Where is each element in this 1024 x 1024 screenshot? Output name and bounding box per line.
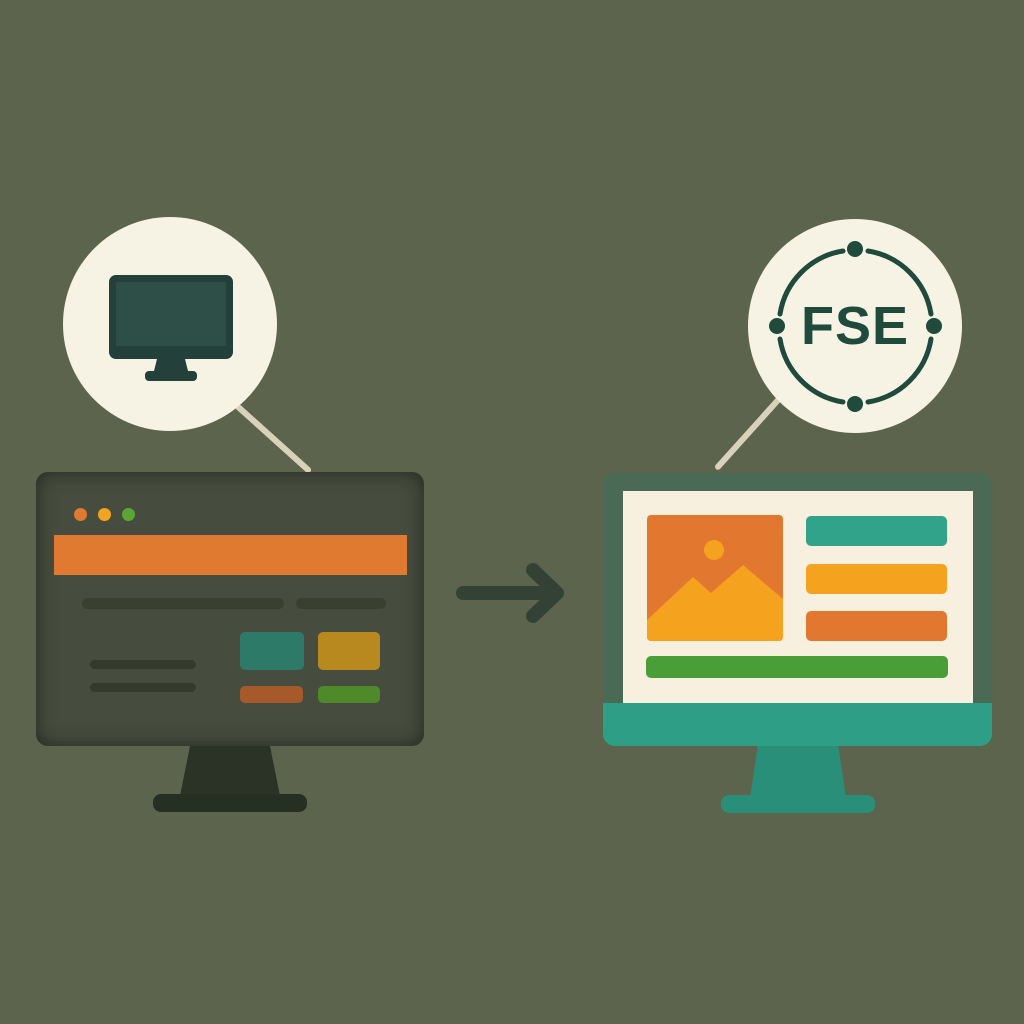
- monitor-stand-neck: [750, 746, 846, 798]
- window-dot-yellow: [98, 508, 111, 521]
- fse-bubble: FSE: [748, 219, 962, 433]
- fse-label: FSE: [800, 296, 910, 356]
- arrow-right-icon: [456, 563, 564, 623]
- text-line: [90, 683, 196, 692]
- window-dot-red: [74, 508, 87, 521]
- text-line: [90, 660, 196, 669]
- image-placeholder-icon: [647, 540, 783, 641]
- content-block: [318, 632, 380, 670]
- desktop-monitor-icon: [109, 275, 233, 381]
- orbit-ring-icon: [769, 241, 942, 412]
- content-block: [240, 632, 304, 670]
- content-block: [240, 686, 303, 703]
- classic-theme-monitor: [36, 472, 424, 746]
- nav-line: [296, 598, 386, 609]
- footer-bar: [646, 656, 948, 678]
- nav-line: [82, 598, 284, 609]
- heading-bar: [806, 516, 947, 546]
- monitor-chin: [603, 703, 992, 746]
- image-block: [647, 515, 783, 641]
- monitor-stand-base: [721, 795, 875, 813]
- classic-theme-bubble: [63, 217, 277, 431]
- left-connector: [233, 402, 313, 475]
- header-bar: [54, 535, 407, 575]
- subheading-bar: [806, 564, 947, 594]
- fse-screen: [623, 491, 973, 703]
- monitor-stand-base: [153, 794, 307, 812]
- monitor-stand-neck: [180, 746, 280, 796]
- content-block: [318, 686, 380, 703]
- text-bar: [806, 611, 947, 641]
- window-dot-green: [122, 508, 135, 521]
